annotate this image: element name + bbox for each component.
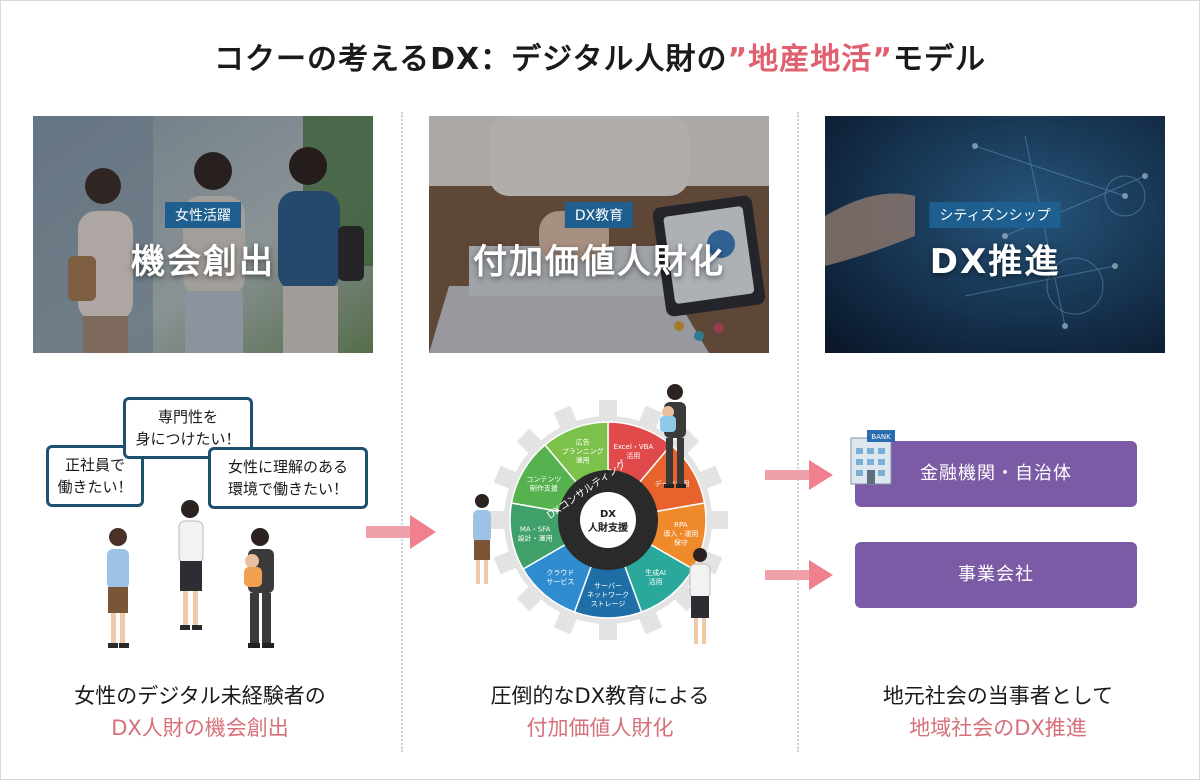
caption-line-1: 地元社会の当事者として <box>882 684 1114 708</box>
photo-overlay <box>825 116 1165 353</box>
woman-figure-1 <box>107 528 129 648</box>
bubble-text: 女性に理解のある <box>227 458 348 476</box>
bubble-text: 身につけたい！ <box>135 430 241 448</box>
wheel-segment-label: ストレージ <box>591 600 626 608</box>
speech-bubble-environment: 女性に理解のある 環境で働きたい！ <box>208 447 368 509</box>
wheel-segment-label: 設計・運用 <box>518 533 553 542</box>
bubble-text: 環境で働きたい！ <box>227 480 348 498</box>
gear-tooth <box>599 620 617 640</box>
caption-line-2: 地域社会のDX推進 <box>909 716 1087 740</box>
wheel-segment-label: 活用 <box>649 577 663 586</box>
column-divider-2 <box>797 112 799 752</box>
title-part-2: モデル <box>892 42 986 77</box>
wheel-segment-label: RPA <box>674 521 688 529</box>
wheel-segment-label: 制作支援 <box>530 484 558 493</box>
wheel-segment-label: 保守 <box>674 538 688 547</box>
target-financial-institutions: 金融機関・自治体 <box>855 441 1137 507</box>
tag-dx-education: DX教育 <box>564 202 634 228</box>
page-title: コクーの考えるDX：デジタル人財の”地産地活”モデル <box>0 34 1200 78</box>
wheel-center-line-2: 人財支援 <box>588 521 629 534</box>
speech-bubble-expertise: 専門性を 身につけたい！ <box>123 397 253 459</box>
wheel-segment-label: サービス <box>546 577 574 586</box>
headline-value-added: 付加価値人財化 <box>473 242 725 282</box>
tag-women-empowerment: 女性活躍 <box>165 202 241 228</box>
photo-overlay <box>429 116 769 353</box>
caption-line-2: 付加価値人財化 <box>526 716 674 740</box>
photo-women-walking: 女性活躍 機会創出 <box>33 116 373 353</box>
bubble-text: 働きたい！ <box>57 478 133 496</box>
wheel-segment-label: 導入・運用 <box>663 529 698 538</box>
title-part-1: コクーの考えるDX：デジタル人財の <box>214 42 728 77</box>
woman-figure-2 <box>178 500 204 630</box>
laptop-desk-image <box>429 116 769 353</box>
digital-network-image <box>825 116 1165 353</box>
gear-tooth <box>488 511 508 529</box>
bank-sign-text: BANK <box>871 433 891 441</box>
arrow-right-icon <box>765 460 833 490</box>
woman-figure-3 <box>473 494 491 584</box>
wheel-segment-label: MA・SFA <box>520 525 551 533</box>
mother-child-figure-2 <box>660 384 686 488</box>
wheel-center <box>580 492 636 548</box>
caption-column-1: 女性のデジタル未経験者の DX人財の機会創出 <box>10 680 390 744</box>
wheel-segment-label: クラウド <box>546 569 574 577</box>
target-companies: 事業会社 <box>855 542 1137 608</box>
headline-opportunity: 機会創出 <box>131 242 275 282</box>
caption-line-1: 圧倒的なDX教育による <box>490 684 710 708</box>
caption-column-3: 地元社会の当事者として 地域社会のDX推進 <box>808 680 1188 744</box>
wheel-segment-label: Excel・VBA <box>613 443 653 451</box>
gear-tooth <box>599 400 617 420</box>
woman-figure-4 <box>689 548 711 644</box>
wheel-center-line-1: DX <box>600 509 616 520</box>
wheel-segment-label: プランニング <box>562 446 604 455</box>
arrow-right-icon <box>765 560 833 590</box>
tag-citizenship: シティズンシップ <box>929 202 1061 228</box>
wheel-segment-label: サーバー <box>594 582 622 590</box>
mother-child-figure <box>244 528 274 648</box>
caption-line-2: DX人財の機会創出 <box>111 716 289 740</box>
wheel-segment-label: 広告 <box>576 437 590 446</box>
bank-building-icon: BANK <box>850 430 895 485</box>
column-divider-1 <box>401 112 403 752</box>
wheel-segment-label: 活用 <box>626 451 640 460</box>
headline-dx-promotion: DX推進 <box>929 242 1061 282</box>
gear-tooth <box>708 511 728 529</box>
bubble-text: 専門性を <box>157 408 218 426</box>
photo-overlay <box>33 116 373 353</box>
bubble-text: 正社員で <box>64 456 125 474</box>
wheel-segment-label: コンテンツ <box>526 476 561 484</box>
photo-laptop-desk: DX教育 付加価値人財化 <box>429 116 769 353</box>
women-walking-image <box>33 116 373 353</box>
dx-service-wheel: Excel・VBA活用データ活用RPA導入・運用保守生成AI活用サーバーネットワ… <box>488 400 728 640</box>
wheel-segments: Excel・VBA活用データ活用RPA導入・運用保守生成AI活用サーバーネットワ… <box>509 421 707 619</box>
caption-column-2: 圧倒的なDX教育による 付加価値人財化 <box>410 680 790 744</box>
wheel-segment-label: ネットワーク <box>587 591 629 599</box>
title-accent: ”地産地活” <box>727 42 893 77</box>
wheel-segment-label: 運用 <box>576 455 590 464</box>
arrow-right-icon <box>366 515 436 549</box>
wheel-segment-label: 生成AI <box>645 568 666 577</box>
photo-digital-network: シティズンシップ DX推進 <box>825 116 1165 353</box>
caption-line-1: 女性のデジタル未経験者の <box>74 684 326 708</box>
